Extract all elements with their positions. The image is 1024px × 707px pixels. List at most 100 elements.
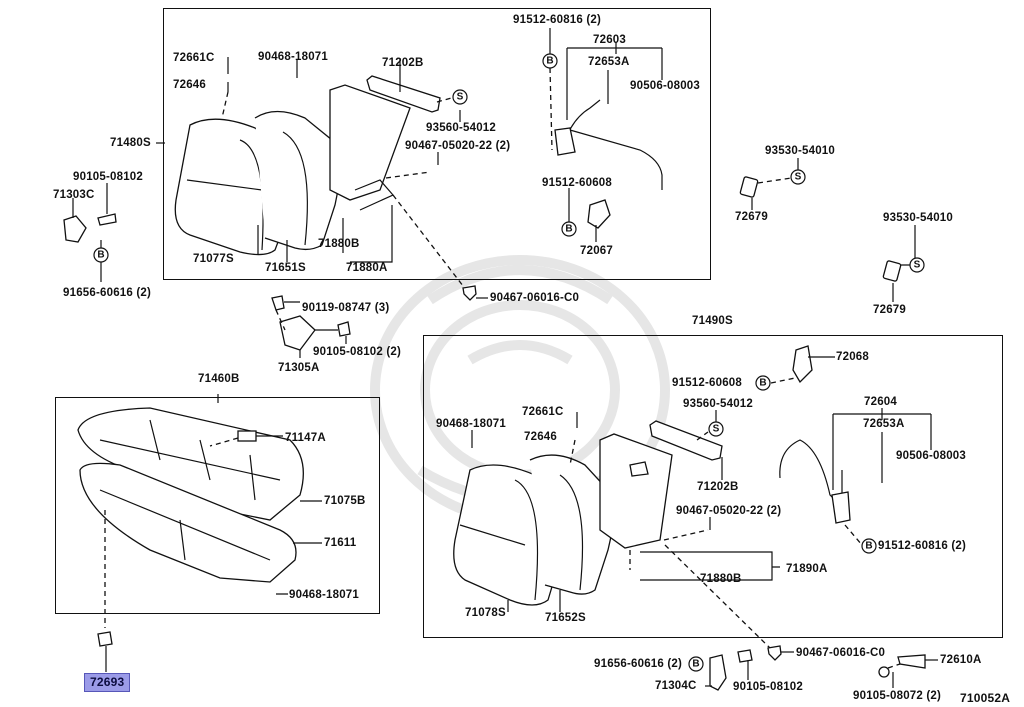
label-90467-05020-22-lower[interactable]: 90467-05020-22 (2) [676, 505, 782, 517]
label-71880a[interactable]: 71880A [346, 262, 388, 274]
label-72603[interactable]: 72603 [593, 34, 626, 46]
knob-72679-bottom[interactable] [882, 260, 902, 282]
label-90506-08003-lower[interactable]: 90506-08003 [896, 450, 966, 462]
bolt-callout-icon: B [865, 541, 872, 552]
lock-cable-72603[interactable] [554, 99, 663, 190]
callout-circle-icon [861, 538, 877, 554]
leader-line [892, 225, 916, 302]
lower-right-assembly-frame [423, 335, 1003, 638]
label-72610a[interactable]: 72610A [940, 654, 982, 666]
leader-line [459, 479, 539, 601]
label-90105-08102-bottom[interactable]: 90105-08102 [733, 681, 803, 693]
label-90467-06016-c0-center[interactable]: 90467-06016-C0 [490, 292, 580, 304]
label-71202b-upper[interactable]: 71202B [382, 57, 424, 69]
label-71147a[interactable]: 71147A [285, 432, 326, 444]
bracket-72068[interactable] [792, 345, 813, 384]
label-72693-highlighted[interactable]: 72693 [84, 673, 131, 692]
label-90468-18071-cushion[interactable]: 90468-18071 [289, 589, 359, 601]
label-72679-top[interactable]: 72679 [735, 211, 768, 223]
leader-line [751, 158, 799, 210]
bolt-callout-icon: B [565, 224, 572, 235]
leader-line [559, 474, 584, 591]
label-71652s[interactable]: 71652S [545, 612, 586, 624]
leader-line [99, 419, 281, 501]
hinge-72610a[interactable] [897, 654, 926, 669]
label-91656-60616-bottom[interactable]: 91656-60616 (2) [594, 658, 683, 670]
assembly-dashed-line [385, 171, 431, 179]
assembly-dashed-line [887, 663, 901, 669]
bolt-90105-08102-bottom[interactable] [737, 649, 753, 663]
label-72646-lower[interactable]: 72646 [524, 431, 557, 443]
part-72693[interactable] [97, 631, 113, 647]
label-90119-08747[interactable]: 90119-08747 (3) [302, 302, 390, 314]
callout-circle-icon [688, 656, 704, 672]
label-71303c[interactable]: 71303C [53, 189, 95, 201]
label-71460b[interactable]: 71460B [198, 373, 240, 385]
label-90105-08102-left[interactable]: 90105-08102 [73, 171, 143, 183]
label-90506-08003-upper[interactable]: 90506-08003 [630, 80, 700, 92]
label-72604[interactable]: 72604 [864, 396, 897, 408]
cushion-pad-71611[interactable] [79, 462, 297, 583]
label-72661c-lower[interactable]: 72661C [522, 406, 564, 418]
clip-90467-06016[interactable] [462, 285, 477, 301]
label-93530-54010-top[interactable]: 93530-54010 [765, 145, 835, 157]
seatback-board-lower[interactable] [599, 433, 673, 549]
leader-line [282, 131, 308, 246]
label-71077s[interactable]: 71077S [193, 253, 234, 265]
label-93560-54012-upper[interactable]: 93560-54012 [426, 122, 496, 134]
label-71480s[interactable]: 71480S [110, 137, 151, 149]
hinge-71304c[interactable] [709, 654, 727, 691]
hinge-71305a[interactable] [271, 295, 351, 351]
label-71304c[interactable]: 71304C [655, 680, 697, 692]
striker-72067[interactable] [587, 199, 611, 229]
label-90105-08102-center[interactable]: 90105-08102 (2) [313, 346, 402, 358]
label-91656-60616-left[interactable]: 91656-60616 (2) [63, 287, 152, 299]
label-91512-60608-upper[interactable]: 91512-60608 [542, 177, 612, 189]
callout-circle-icon [452, 89, 468, 105]
label-72068[interactable]: 72068 [836, 351, 869, 363]
bolt-callout-icon: B [546, 56, 553, 67]
lock-cable-72604[interactable] [779, 439, 851, 524]
bolt-callout-icon: B [97, 250, 104, 261]
hinge-71303c[interactable] [63, 213, 117, 243]
hinge-71202b[interactable] [366, 75, 441, 113]
bracket-71880a[interactable] [354, 179, 394, 211]
label-72067[interactable]: 72067 [580, 245, 613, 257]
leader-line [284, 301, 347, 358]
label-71880b-lower[interactable]: 71880B [700, 573, 742, 585]
label-72679-bottom[interactable]: 72679 [873, 304, 906, 316]
label-93560-54012-lower[interactable]: 93560-54012 [683, 398, 753, 410]
label-90467-05020-22-upper[interactable]: 90467-05020-22 (2) [405, 140, 511, 152]
leader-line [354, 179, 394, 211]
label-90105-08072[interactable]: 90105-08072 (2) [853, 690, 942, 702]
label-71611[interactable]: 71611 [324, 537, 357, 549]
assembly-dashed-line [757, 177, 792, 184]
label-93530-54010-bottom[interactable]: 93530-54010 [883, 212, 953, 224]
label-91512-60816-upper[interactable]: 91512-60816 (2) [513, 14, 602, 26]
assembly-dashed-line [770, 377, 796, 384]
seatback-board[interactable] [329, 84, 411, 201]
label-90468-18071-lower[interactable]: 90468-18071 [436, 418, 506, 430]
label-71078s[interactable]: 71078S [465, 607, 506, 619]
label-72653a-upper[interactable]: 72653A [588, 56, 630, 68]
hinge-71202b-lower[interactable] [649, 420, 723, 461]
label-71202b-lower[interactable]: 71202B [697, 481, 739, 493]
label-72646[interactable]: 72646 [173, 79, 206, 91]
knob-72679-top[interactable] [739, 176, 759, 198]
label-71305a[interactable]: 71305A [278, 362, 320, 374]
clip-90467-06016-bottom[interactable] [767, 645, 782, 661]
label-71490s[interactable]: 71490S [692, 315, 733, 327]
label-71075b[interactable]: 71075B [324, 495, 366, 507]
label-91512-60608-lower[interactable]: 91512-60608 [672, 377, 742, 389]
label-71880b-upper[interactable]: 71880B [318, 238, 360, 250]
label-72653a-lower[interactable]: 72653A [863, 418, 905, 430]
label-90467-06016-c0-bottom[interactable]: 90467-06016-C0 [796, 647, 886, 659]
leader-line [507, 590, 561, 612]
label-71651s[interactable]: 71651S [265, 262, 306, 274]
label-71890a[interactable]: 71890A [786, 563, 828, 575]
label-72661c[interactable]: 72661C [173, 52, 215, 64]
upper-left-assembly-frame [163, 8, 711, 280]
label-91512-60816-lower[interactable]: 91512-60816 (2) [878, 540, 967, 552]
label-90468-18071-upper[interactable]: 90468-18071 [258, 51, 328, 63]
